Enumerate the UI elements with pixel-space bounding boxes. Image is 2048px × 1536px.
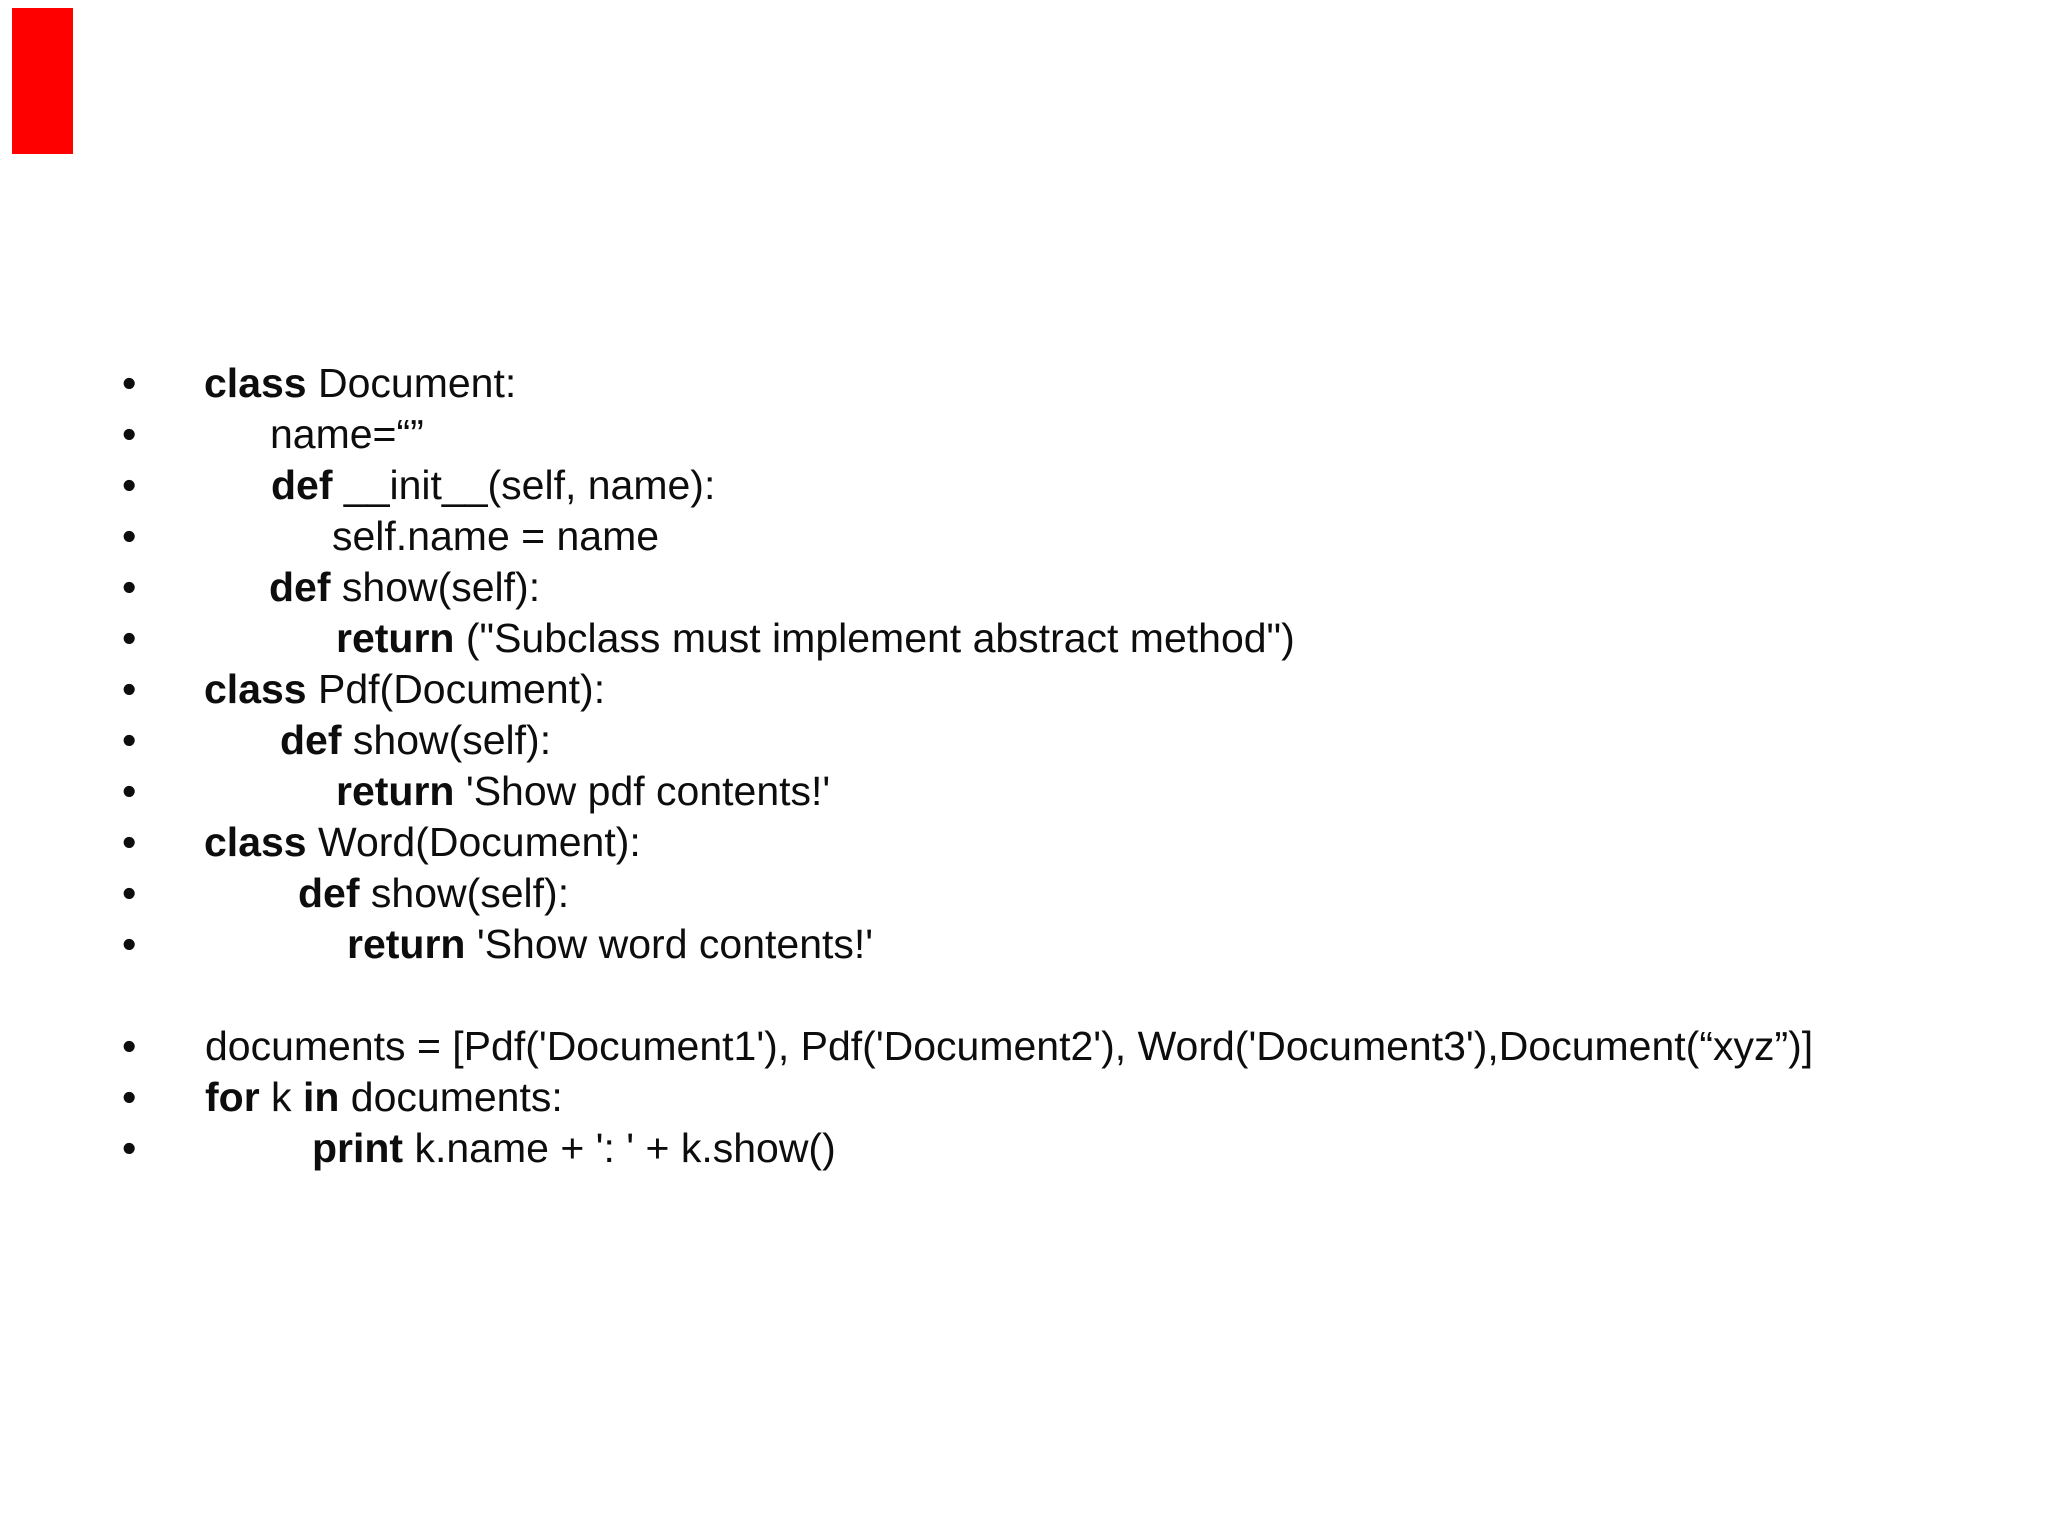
- bullet-icon: •: [122, 768, 137, 814]
- code-segment: ("Subclass must implement abstract metho…: [454, 615, 1295, 661]
- code-segment: __init__(self, name):: [332, 462, 716, 508]
- code-segment: documents:: [339, 1074, 563, 1120]
- code-keyword: in: [302, 1074, 340, 1120]
- code-line: • return ("Subclass must implement abstra…: [0, 613, 2048, 664]
- code-keyword: return: [347, 921, 466, 967]
- code-keyword: class: [204, 666, 307, 712]
- code-keyword: def: [271, 462, 333, 508]
- code-segment: Document:: [306, 360, 517, 406]
- code-line: • return 'Show pdf contents!': [0, 766, 2048, 817]
- code-text: class Word(Document):: [204, 817, 641, 868]
- code-text: for k in documents:: [205, 1072, 563, 1123]
- bullet-icon: •: [122, 1074, 137, 1120]
- code-line: • def show(self):: [0, 715, 2048, 766]
- code-segment: self.name = name: [332, 513, 660, 559]
- code-keyword: def: [269, 564, 331, 610]
- bullet-icon: •: [122, 1125, 137, 1171]
- code-text: name=“”: [270, 409, 424, 460]
- bullet-icon: •: [122, 615, 137, 661]
- code-text: class Pdf(Document):: [204, 664, 605, 715]
- code-line: • def show(self):: [0, 562, 2048, 613]
- code-line: • name=“”: [0, 409, 2048, 460]
- bullet-icon: •: [122, 870, 137, 916]
- code-text: def show(self):: [280, 715, 551, 766]
- code-segment: 'Show word contents!': [465, 921, 874, 967]
- code-line: • class Word(Document):: [0, 817, 2048, 868]
- code-keyword: print: [312, 1125, 404, 1171]
- bullet-icon: •: [122, 513, 137, 559]
- code-line: • self.name = name: [0, 511, 2048, 562]
- code-line: • def __init__(self, name):: [0, 460, 2048, 511]
- code-segment: documents = [Pdf('Document1'), Pdf('Docu…: [205, 1023, 1814, 1069]
- code-line: • class Document:: [0, 358, 2048, 409]
- code-segment: Pdf(Document):: [306, 666, 606, 712]
- bullet-icon: •: [122, 1023, 137, 1069]
- bullet-icon: •: [122, 921, 137, 967]
- code-text: self.name = name: [332, 511, 659, 562]
- code-text: def show(self):: [298, 868, 569, 919]
- code-text: return ("Subclass must implement abstrac…: [336, 613, 1295, 664]
- code-keyword: class: [204, 819, 307, 865]
- code-text: return 'Show word contents!': [347, 919, 873, 970]
- code-line: • documents = [Pdf('Document1'), Pdf('Doc…: [0, 1021, 2048, 1072]
- code-text: documents = [Pdf('Document1'), Pdf('Docu…: [205, 1021, 1813, 1072]
- code-keyword: return: [336, 768, 455, 814]
- code-line: • for k in documents:: [0, 1072, 2048, 1123]
- bullet-icon: •: [122, 411, 137, 457]
- bullet-icon: •: [122, 666, 137, 712]
- code-segment: show(self):: [341, 717, 552, 763]
- code-line: • class Pdf(Document):: [0, 664, 2048, 715]
- code-segment: show(self):: [359, 870, 570, 916]
- code-text: print k.name + ': ' + k.show(): [312, 1123, 836, 1174]
- red-marker: [12, 8, 73, 154]
- code-text: def show(self):: [269, 562, 540, 613]
- code-text: class Document:: [204, 358, 516, 409]
- bullet-icon: •: [122, 564, 137, 610]
- code-text: def __init__(self, name):: [271, 460, 715, 511]
- code-block: • class Document: • name=“” • def __init__(se…: [0, 358, 2048, 1174]
- code-segment: Word(Document):: [306, 819, 641, 865]
- code-line: • return 'Show word contents!': [0, 919, 2048, 970]
- code-segment: 'Show pdf contents!': [454, 768, 831, 814]
- code-text: return 'Show pdf contents!': [336, 766, 830, 817]
- code-segment: show(self):: [330, 564, 541, 610]
- code-keyword: def: [298, 870, 360, 916]
- bullet-icon: •: [122, 360, 137, 406]
- bullet-icon: •: [122, 717, 137, 763]
- code-line: • print k.name + ': ' + k.show(): [0, 1123, 2048, 1174]
- code-keyword: def: [280, 717, 342, 763]
- bullet-icon: •: [122, 819, 137, 865]
- bullet-icon: •: [122, 462, 137, 508]
- code-keyword: for: [205, 1074, 260, 1120]
- code-segment: k: [259, 1074, 303, 1120]
- code-segment: name=“”: [270, 411, 424, 457]
- code-segment: k.name + ': ' + k.show(): [403, 1125, 836, 1171]
- code-keyword: class: [204, 360, 307, 406]
- code-line-blank: [0, 970, 2048, 1021]
- code-line: • def show(self):: [0, 868, 2048, 919]
- code-keyword: return: [336, 615, 455, 661]
